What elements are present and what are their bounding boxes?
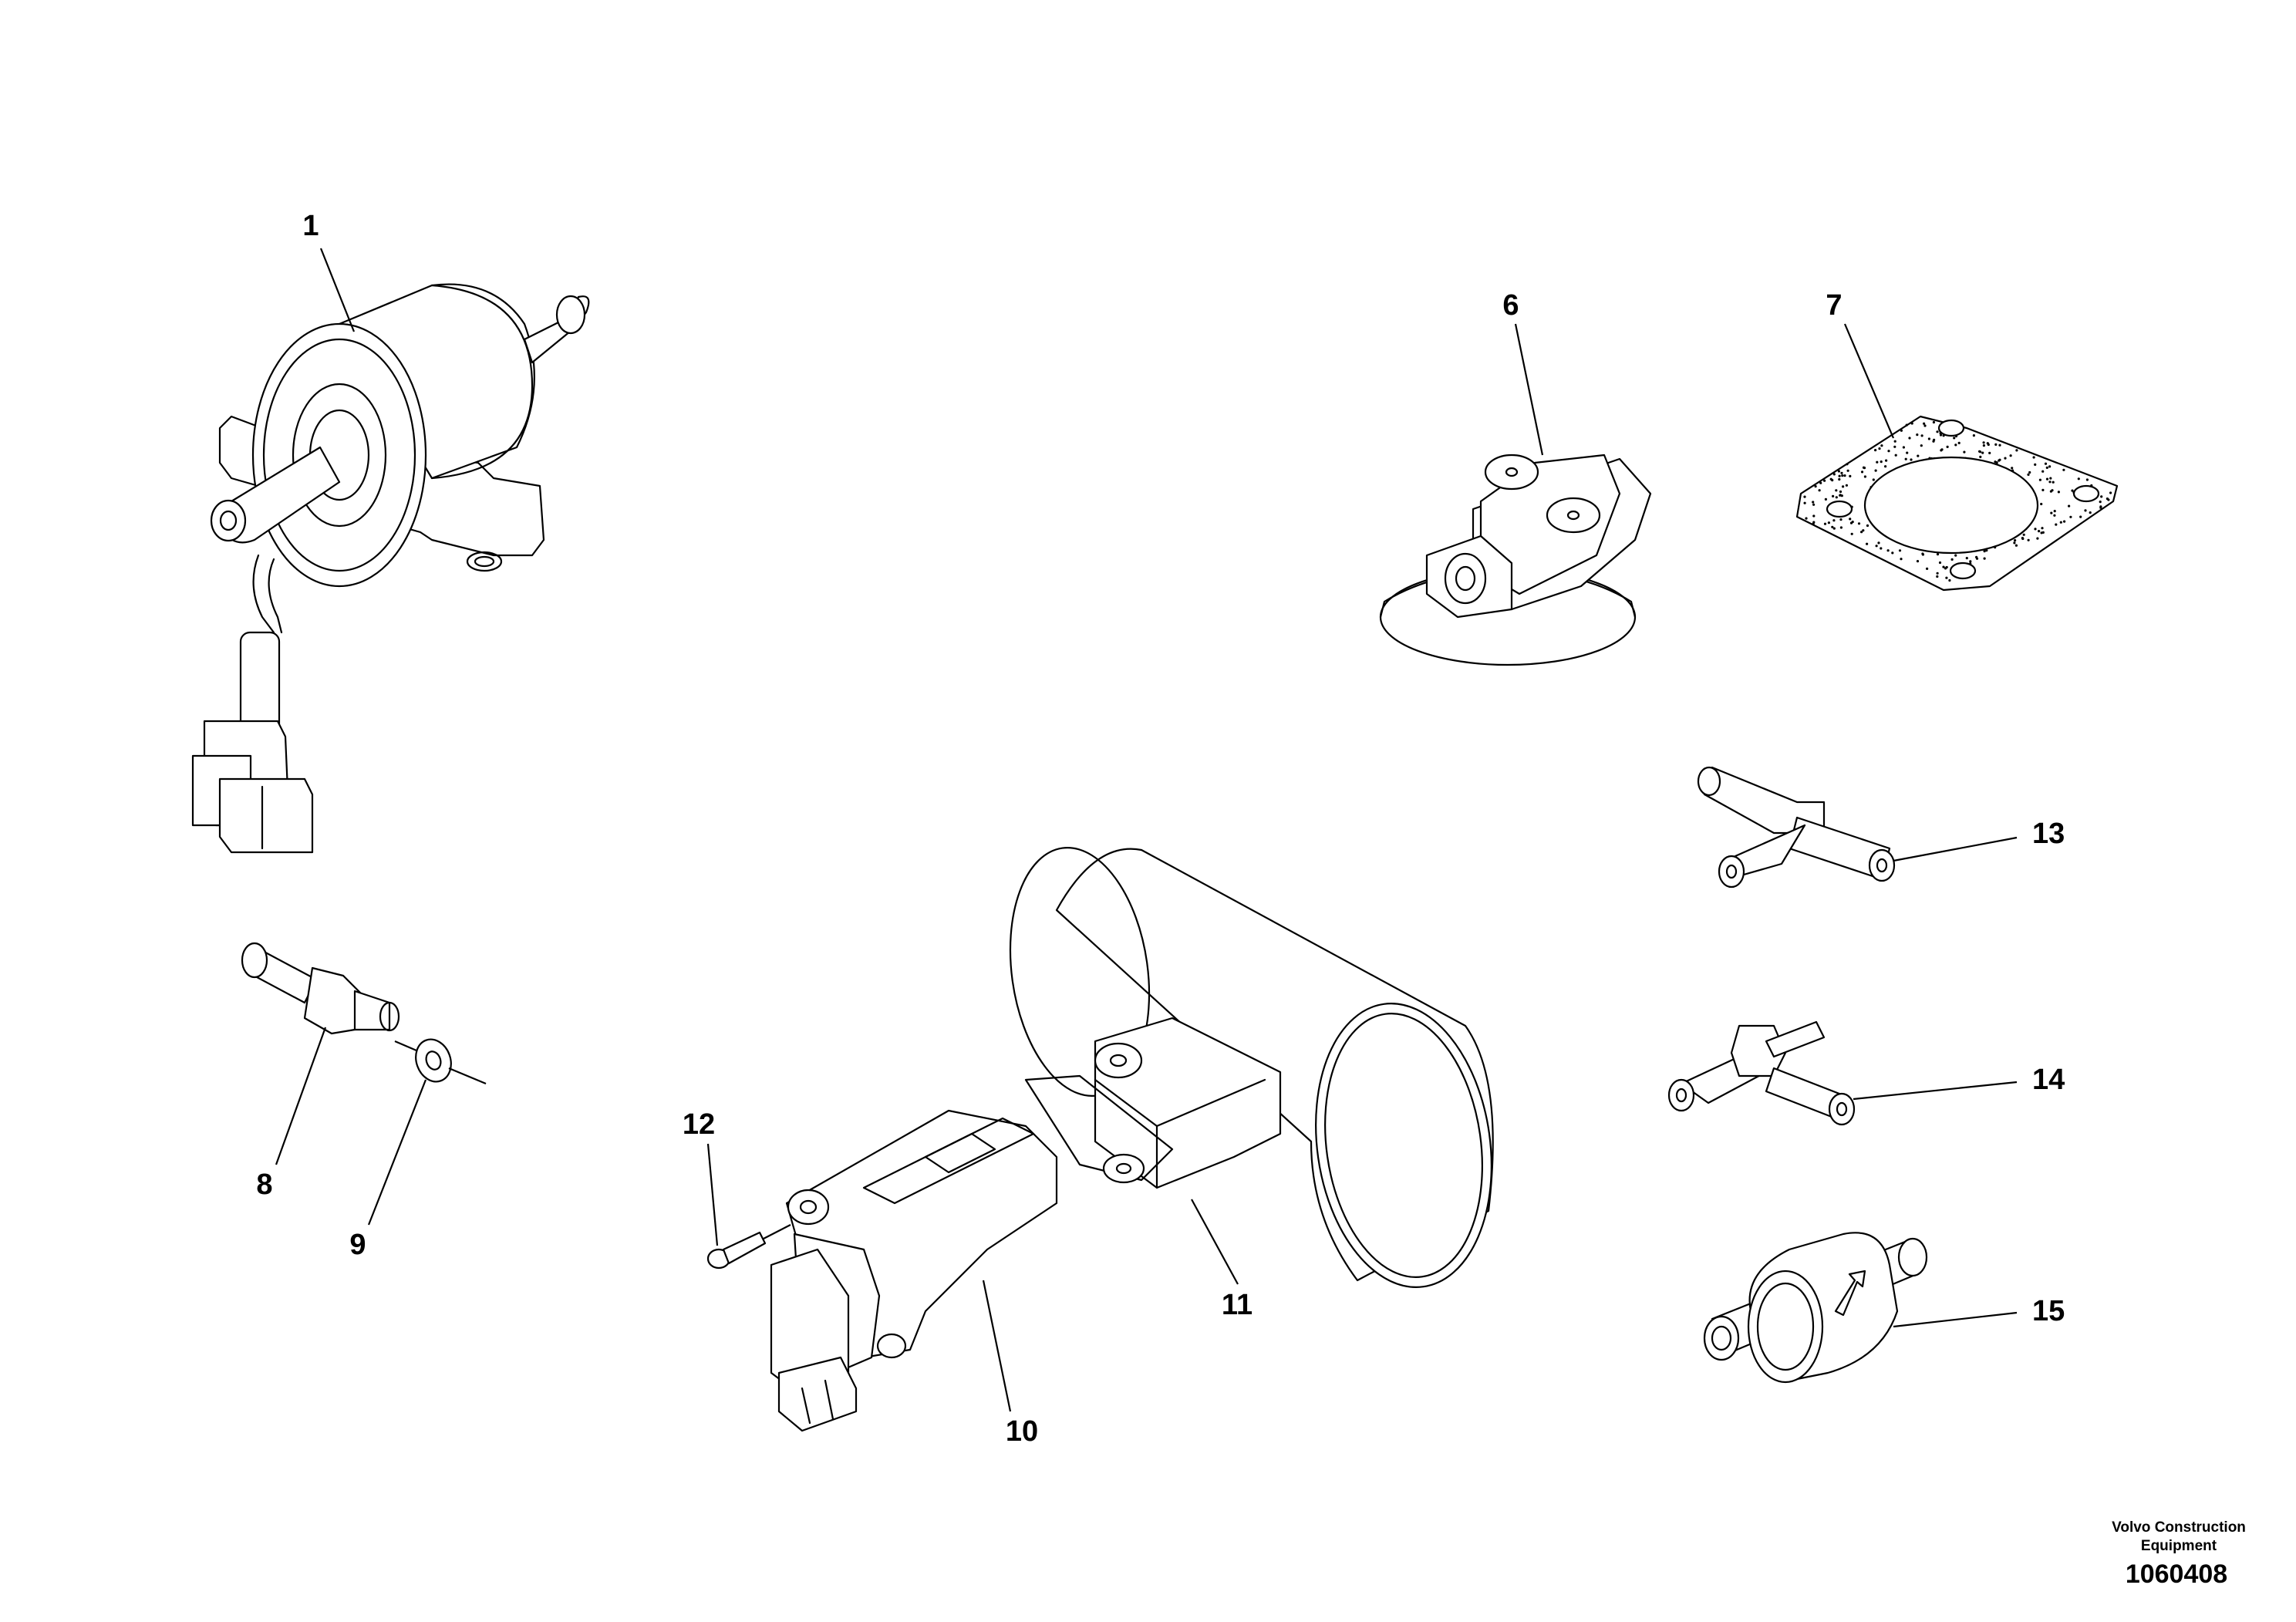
doc-number: 1060408 <box>2126 1560 2227 1589</box>
part-7-gasket <box>1795 415 2119 592</box>
part-10-airflow-sensor <box>770 1109 1058 1432</box>
callout-9: 9 <box>349 1229 366 1261</box>
credit-line-1: Volvo Construction <box>2112 1519 2246 1536</box>
callout-11: 11 <box>1222 1289 1253 1321</box>
callout-1: 1 <box>302 210 319 242</box>
callout-15: 15 <box>2032 1295 2065 1327</box>
part-1-fuel-pump <box>191 283 590 854</box>
part-11-air-duct <box>1009 847 1494 1288</box>
callout-10: 10 <box>1006 1415 1038 1448</box>
callout-14: 14 <box>2032 1064 2065 1096</box>
part-9-washer <box>394 1038 487 1085</box>
callout-8: 8 <box>256 1168 272 1201</box>
callout-13: 13 <box>2032 818 2065 850</box>
part-6-housing <box>1379 454 1652 666</box>
part-15-check-valve <box>1703 1232 1928 1384</box>
credit-line-2: Equipment <box>2141 1538 2217 1554</box>
part-14-tee-fitting <box>1667 1020 1856 1126</box>
footer: Volvo Construction Equipment 1060408 <box>2112 1519 2246 1589</box>
callout-labels: 1 6 7 8 9 10 11 12 13 14 15 <box>256 210 2065 1448</box>
leader-lines <box>275 248 2018 1412</box>
part-8-fitting <box>241 942 400 1035</box>
part-12-screw <box>706 1224 791 1270</box>
callout-12: 12 <box>683 1108 715 1141</box>
callout-7: 7 <box>1826 289 1842 322</box>
part-13-tee-fitting <box>1697 766 1896 889</box>
callout-6: 6 <box>1502 289 1519 322</box>
